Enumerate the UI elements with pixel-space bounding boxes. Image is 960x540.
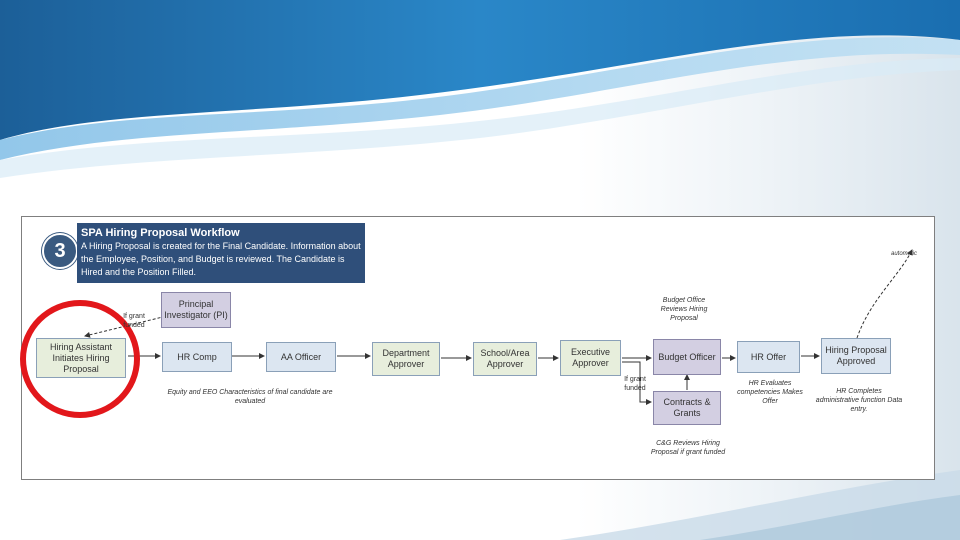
note-automatic: automatic: [890, 251, 917, 257]
note-if-grant-funded-left: If grant funded: [123, 313, 145, 329]
node-contracts-grants[interactable]: Contracts & Grants: [653, 391, 721, 425]
highlight-circle: [20, 300, 140, 418]
node-hr-comp[interactable]: HR Comp: [162, 342, 232, 372]
node-executive-approver[interactable]: Executive Approver: [560, 340, 621, 376]
node-hiring-assistant[interactable]: Hiring Assistant Initiates Hiring Propos…: [36, 338, 126, 378]
node-hr-offer[interactable]: HR Offer: [737, 341, 800, 373]
note-equity-eeo: Equity and EEO Characteristics of final …: [167, 389, 333, 405]
workflow-title: SPA Hiring Proposal Workflow: [81, 227, 240, 239]
node-hiring-proposal-approved[interactable]: Hiring Proposal Approved: [821, 338, 891, 374]
node-budget-officer[interactable]: Budget Officer: [653, 339, 721, 375]
header-wave-decoration: [0, 0, 960, 178]
node-school-area-approver[interactable]: School/Area Approver: [473, 342, 537, 376]
footer-wave-decoration: [560, 470, 960, 540]
note-hr-evaluates: HR Evaluates competencies Makes Offer: [737, 380, 803, 405]
note-budget-office-reviews: Budget Office Reviews Hiring Proposal: [660, 297, 708, 322]
note-cg-reviews: C&G Reviews Hiring Proposal if grant fun…: [650, 440, 726, 456]
note-if-grant-funded-mid: If grant funded: [624, 376, 646, 392]
note-hr-completes: HR Completes administrative function Dat…: [815, 388, 903, 413]
workflow-info-box: SPA Hiring Proposal Workflow A Hiring Pr…: [77, 223, 365, 283]
node-aa-officer[interactable]: AA Officer: [266, 342, 336, 372]
node-department-approver[interactable]: Department Approver: [372, 342, 440, 376]
step-number-badge: 3: [42, 233, 78, 269]
node-principal-investigator[interactable]: Principal Investigator (PI): [161, 292, 231, 328]
workflow-description: A Hiring Proposal is created for the Fin…: [81, 241, 361, 277]
